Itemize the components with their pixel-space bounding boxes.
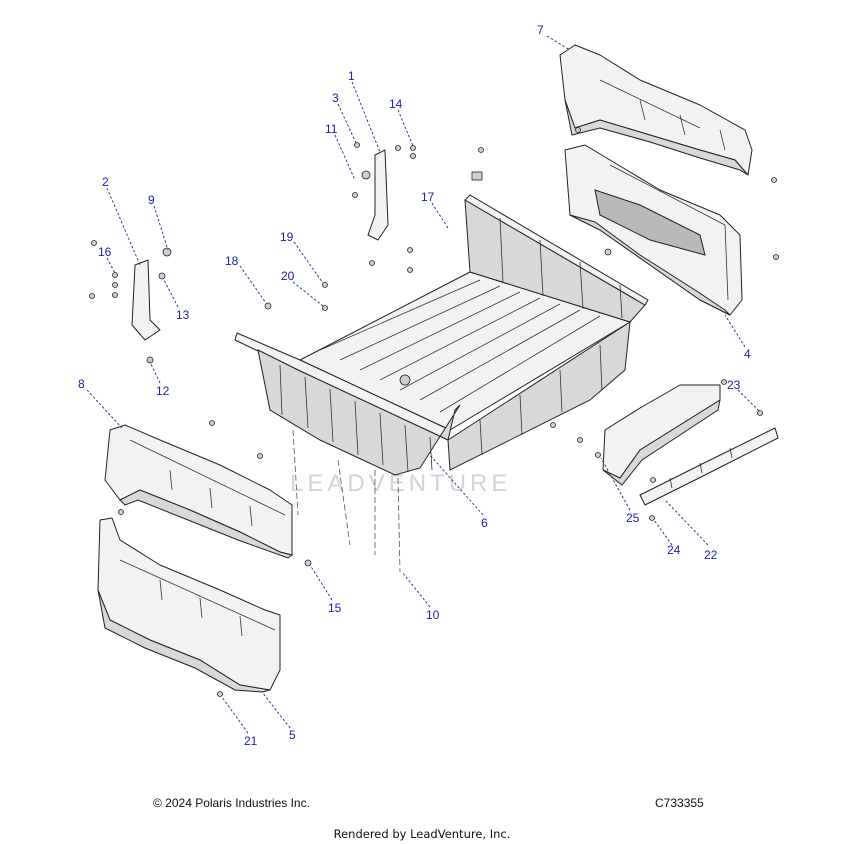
right-side-panel[interactable]: [564, 144, 743, 316]
callout-25[interactable]: 25: [626, 511, 640, 525]
callout-16[interactable]: 16: [98, 245, 112, 259]
left-side-panel[interactable]: [97, 517, 281, 693]
callout-6[interactable]: 6: [481, 516, 488, 530]
callout-8[interactable]: 8: [78, 377, 85, 391]
callout-3[interactable]: 3: [332, 91, 339, 105]
callout-19[interactable]: 19: [280, 230, 294, 244]
cargo-box[interactable]: [234, 194, 649, 476]
callout-24[interactable]: 24: [667, 543, 681, 557]
callout-10[interactable]: 10: [426, 608, 440, 622]
callout-18[interactable]: 18: [225, 254, 239, 268]
callout-2[interactable]: 2: [102, 175, 109, 189]
callout-21[interactable]: 21: [244, 734, 258, 748]
callout-17[interactable]: 17: [421, 190, 435, 204]
rendered-by-text: Rendered by LeadVenture, Inc.: [333, 827, 511, 841]
callout-12[interactable]: 12: [156, 384, 170, 398]
copyright-text: © 2024 Polaris Industries Inc.: [153, 796, 310, 810]
hardware: [89, 127, 779, 697]
callout-4[interactable]: 4: [744, 347, 751, 361]
callout-15[interactable]: 15: [328, 601, 342, 615]
diagram-code: C733355: [655, 796, 704, 810]
callout-9[interactable]: 9: [148, 193, 155, 207]
callout-22[interactable]: 22: [704, 548, 718, 562]
upper-right-rail[interactable]: [559, 44, 753, 176]
callout-13[interactable]: 13: [176, 308, 190, 322]
lower-deflector[interactable]: [602, 384, 721, 486]
callout-23[interactable]: 23: [727, 378, 741, 392]
callouts: 1 2 3 4 5 6 7 8 9 10 11 12 13 14 15 16 1…: [78, 23, 751, 748]
callout-14[interactable]: 14: [389, 97, 403, 111]
bolt-guides: [292, 429, 401, 573]
callout-5[interactable]: 5: [289, 728, 296, 742]
callout-20[interactable]: 20: [281, 269, 295, 283]
callout-7[interactable]: 7: [537, 23, 544, 37]
callout-1[interactable]: 1: [348, 69, 355, 83]
callout-11[interactable]: 11: [325, 122, 338, 136]
left-rail[interactable]: [104, 424, 294, 559]
lower-bracket-rail[interactable]: [639, 427, 779, 506]
left-upright-bracket[interactable]: [131, 247, 172, 341]
watermark: LEADVENTURE: [290, 470, 511, 497]
leader-lines: [86, 35, 760, 734]
right-upright-bracket[interactable]: [361, 149, 389, 241]
